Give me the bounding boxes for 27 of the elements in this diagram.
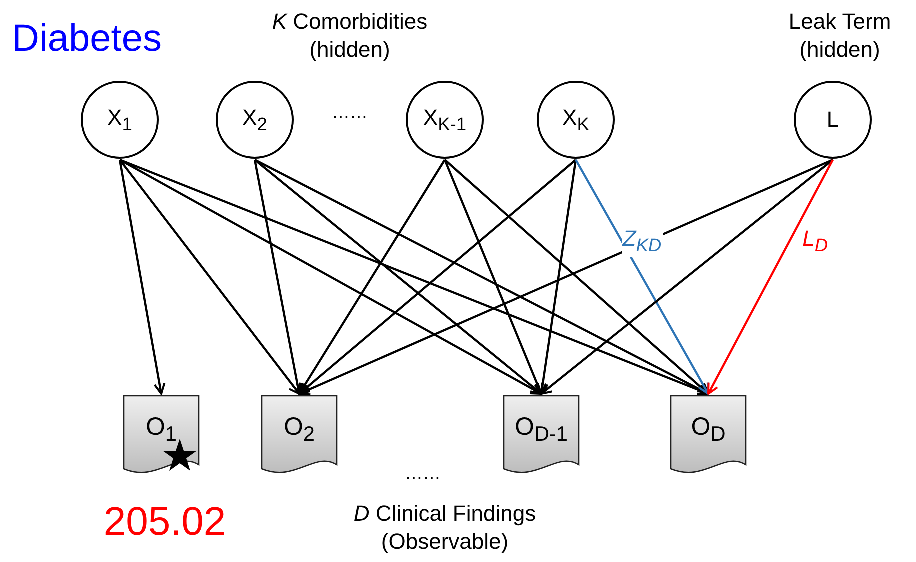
arrow (254, 160, 304, 395)
group-heading: K Comorbidities (hidden) (271, 8, 429, 64)
ellipsis-text: …… (331, 102, 369, 123)
finding-label: O$_{D-1}$ (514, 413, 568, 447)
arrow (540, 159, 834, 395)
variable-label: X$_{1}$ (108, 104, 132, 136)
variable-label: X$_{K}$ (562, 104, 590, 136)
arrow (575, 159, 710, 395)
ellipsis-text: …… (404, 463, 442, 484)
group-heading: D Clinical Findings (Observable) (352, 500, 538, 556)
arrow (119, 159, 542, 395)
finding-label: O$_{1}$ (146, 413, 178, 447)
arrow (708, 159, 834, 395)
finding-label: O$_{D}$ (691, 413, 726, 447)
arrow (120, 158, 710, 396)
arrow (298, 159, 834, 396)
finding-label: O$_{2}$ (284, 413, 316, 447)
variable-label: X$_{K-1}$ (423, 104, 467, 136)
variable-label: X$_{2}$ (242, 104, 268, 136)
code-number: 205.02 (102, 500, 228, 545)
arrow (118, 160, 166, 395)
group-heading: Leak Term (hidden) (788, 8, 892, 64)
arrow (444, 160, 544, 395)
variable-label: L (826, 107, 840, 133)
title-text: Diabetes (12, 18, 163, 61)
arrow (444, 159, 710, 395)
arrow (119, 159, 300, 395)
